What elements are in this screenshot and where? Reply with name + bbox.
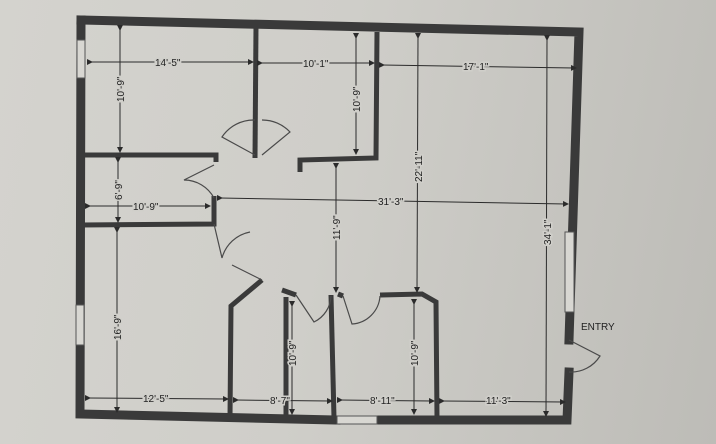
left-windows: [75, 39, 575, 425]
interior-walls: [80, 25, 440, 419]
dim-top-mid-height: 10'-9": [352, 86, 363, 112]
dim-line-bottom-left-width: [84, 394, 229, 402]
dim-line-bottom-mid-width: [232, 396, 333, 404]
dim-line-bottom-right-width: [336, 396, 435, 404]
dim-top-left-width: 14'-5": [155, 58, 181, 69]
dim-line-top-right-width: [378, 61, 577, 71]
entry-label: ENTRY: [581, 322, 615, 333]
dim-top-right-width: 17'-1": [463, 62, 489, 73]
dim-bottom-mid-height: 10'-9": [288, 340, 299, 366]
door-swings: [183, 119, 601, 373]
dim-small-room-width: 10'-9": [133, 202, 159, 213]
dim-top-mid-width: 10'-1": [303, 59, 329, 70]
dim-line-overall-width: [216, 194, 569, 207]
dim-line-right-height: [414, 32, 422, 293]
dim-bottom-right-height: 10'-9": [410, 340, 421, 366]
dim-overall-height: 34'-1": [543, 219, 554, 245]
dim-bottom-far-width: 11'-3": [486, 396, 511, 407]
dim-bottom-left-width: 12'-5": [143, 394, 169, 405]
dim-top-left-height: 10'-9": [116, 76, 127, 102]
dim-small-room-height: 6'-9": [114, 180, 125, 200]
dim-center-height: 11'-9": [332, 215, 343, 240]
dim-bottom-left-height: 16'-9": [113, 314, 124, 340]
dim-right-height: 22'-11": [414, 151, 425, 182]
dim-overall-width: 31'-3": [378, 197, 404, 208]
dim-bottom-mid-width: 8'-7": [270, 396, 290, 407]
exterior-walls: [75, 15, 584, 425]
dim-bottom-right-width: 8'-11": [370, 396, 395, 407]
dim-line-overall-height: [543, 34, 551, 417]
dim-line-bottom-far-width: [438, 397, 566, 405]
